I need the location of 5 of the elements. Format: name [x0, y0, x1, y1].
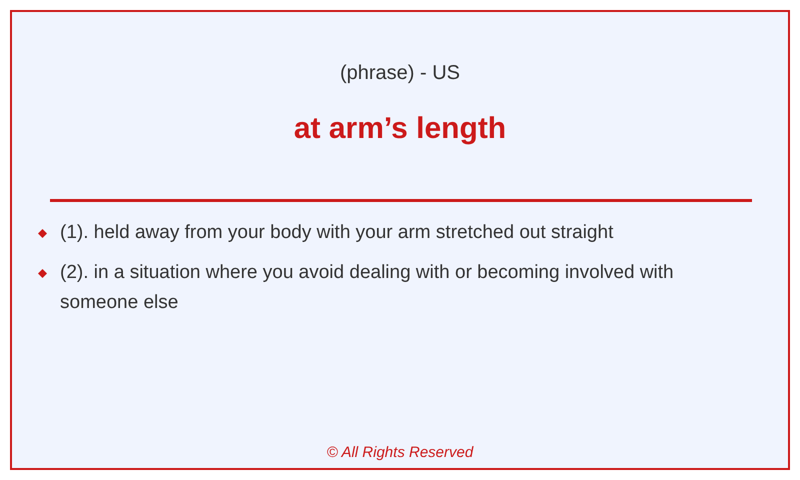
- headword-title: at arm’s length: [292, 112, 508, 146]
- copyright-footer: © All Rights Reserved: [12, 444, 788, 461]
- definition-text: (2). in a situation where you avoid dealing with or becoming involved with someone else: [60, 262, 674, 313]
- part-of-speech: (phrase) - US: [338, 62, 462, 85]
- definition-text: (1). held away from your body with your arm stretched out straight: [60, 222, 614, 243]
